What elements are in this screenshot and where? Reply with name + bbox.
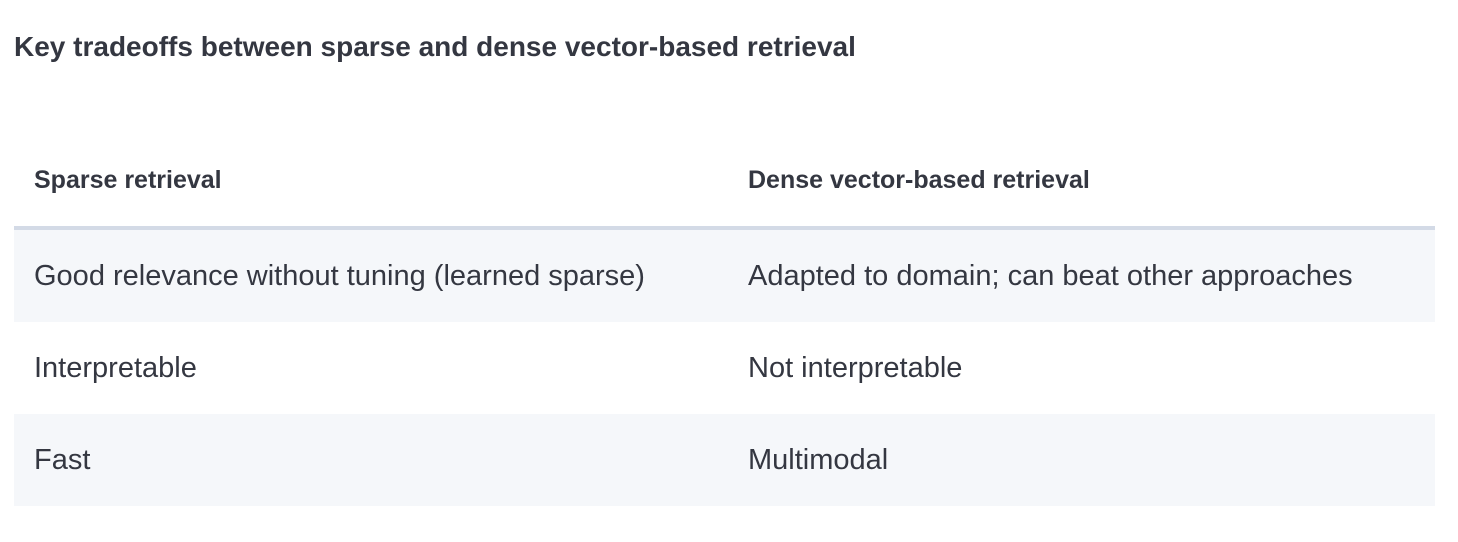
table-cell: Good relevance without tuning (learned s… — [14, 228, 728, 322]
table-cell: Fast — [14, 414, 728, 506]
header-sparse-retrieval: Sparse retrieval — [14, 134, 728, 230]
table-row: Interpretable Not interpretable — [14, 322, 1435, 414]
table-row: Good relevance without tuning (learned s… — [14, 228, 1435, 322]
table-cell: Interpretable — [14, 322, 728, 414]
table-header-row: Sparse retrieval Dense vector-based retr… — [14, 134, 1435, 230]
table-cell: Multimodal — [728, 414, 1435, 506]
tradeoff-table: Sparse retrieval Dense vector-based retr… — [14, 134, 1435, 506]
table-cell: Not interpretable — [728, 322, 1435, 414]
table-row: Fast Multimodal — [14, 414, 1435, 506]
header-dense-retrieval: Dense vector-based retrieval — [728, 134, 1435, 230]
page-title: Key tradeoffs between sparse and dense v… — [14, 31, 856, 62]
table-cell: Adapted to domain; can beat other approa… — [728, 228, 1435, 322]
